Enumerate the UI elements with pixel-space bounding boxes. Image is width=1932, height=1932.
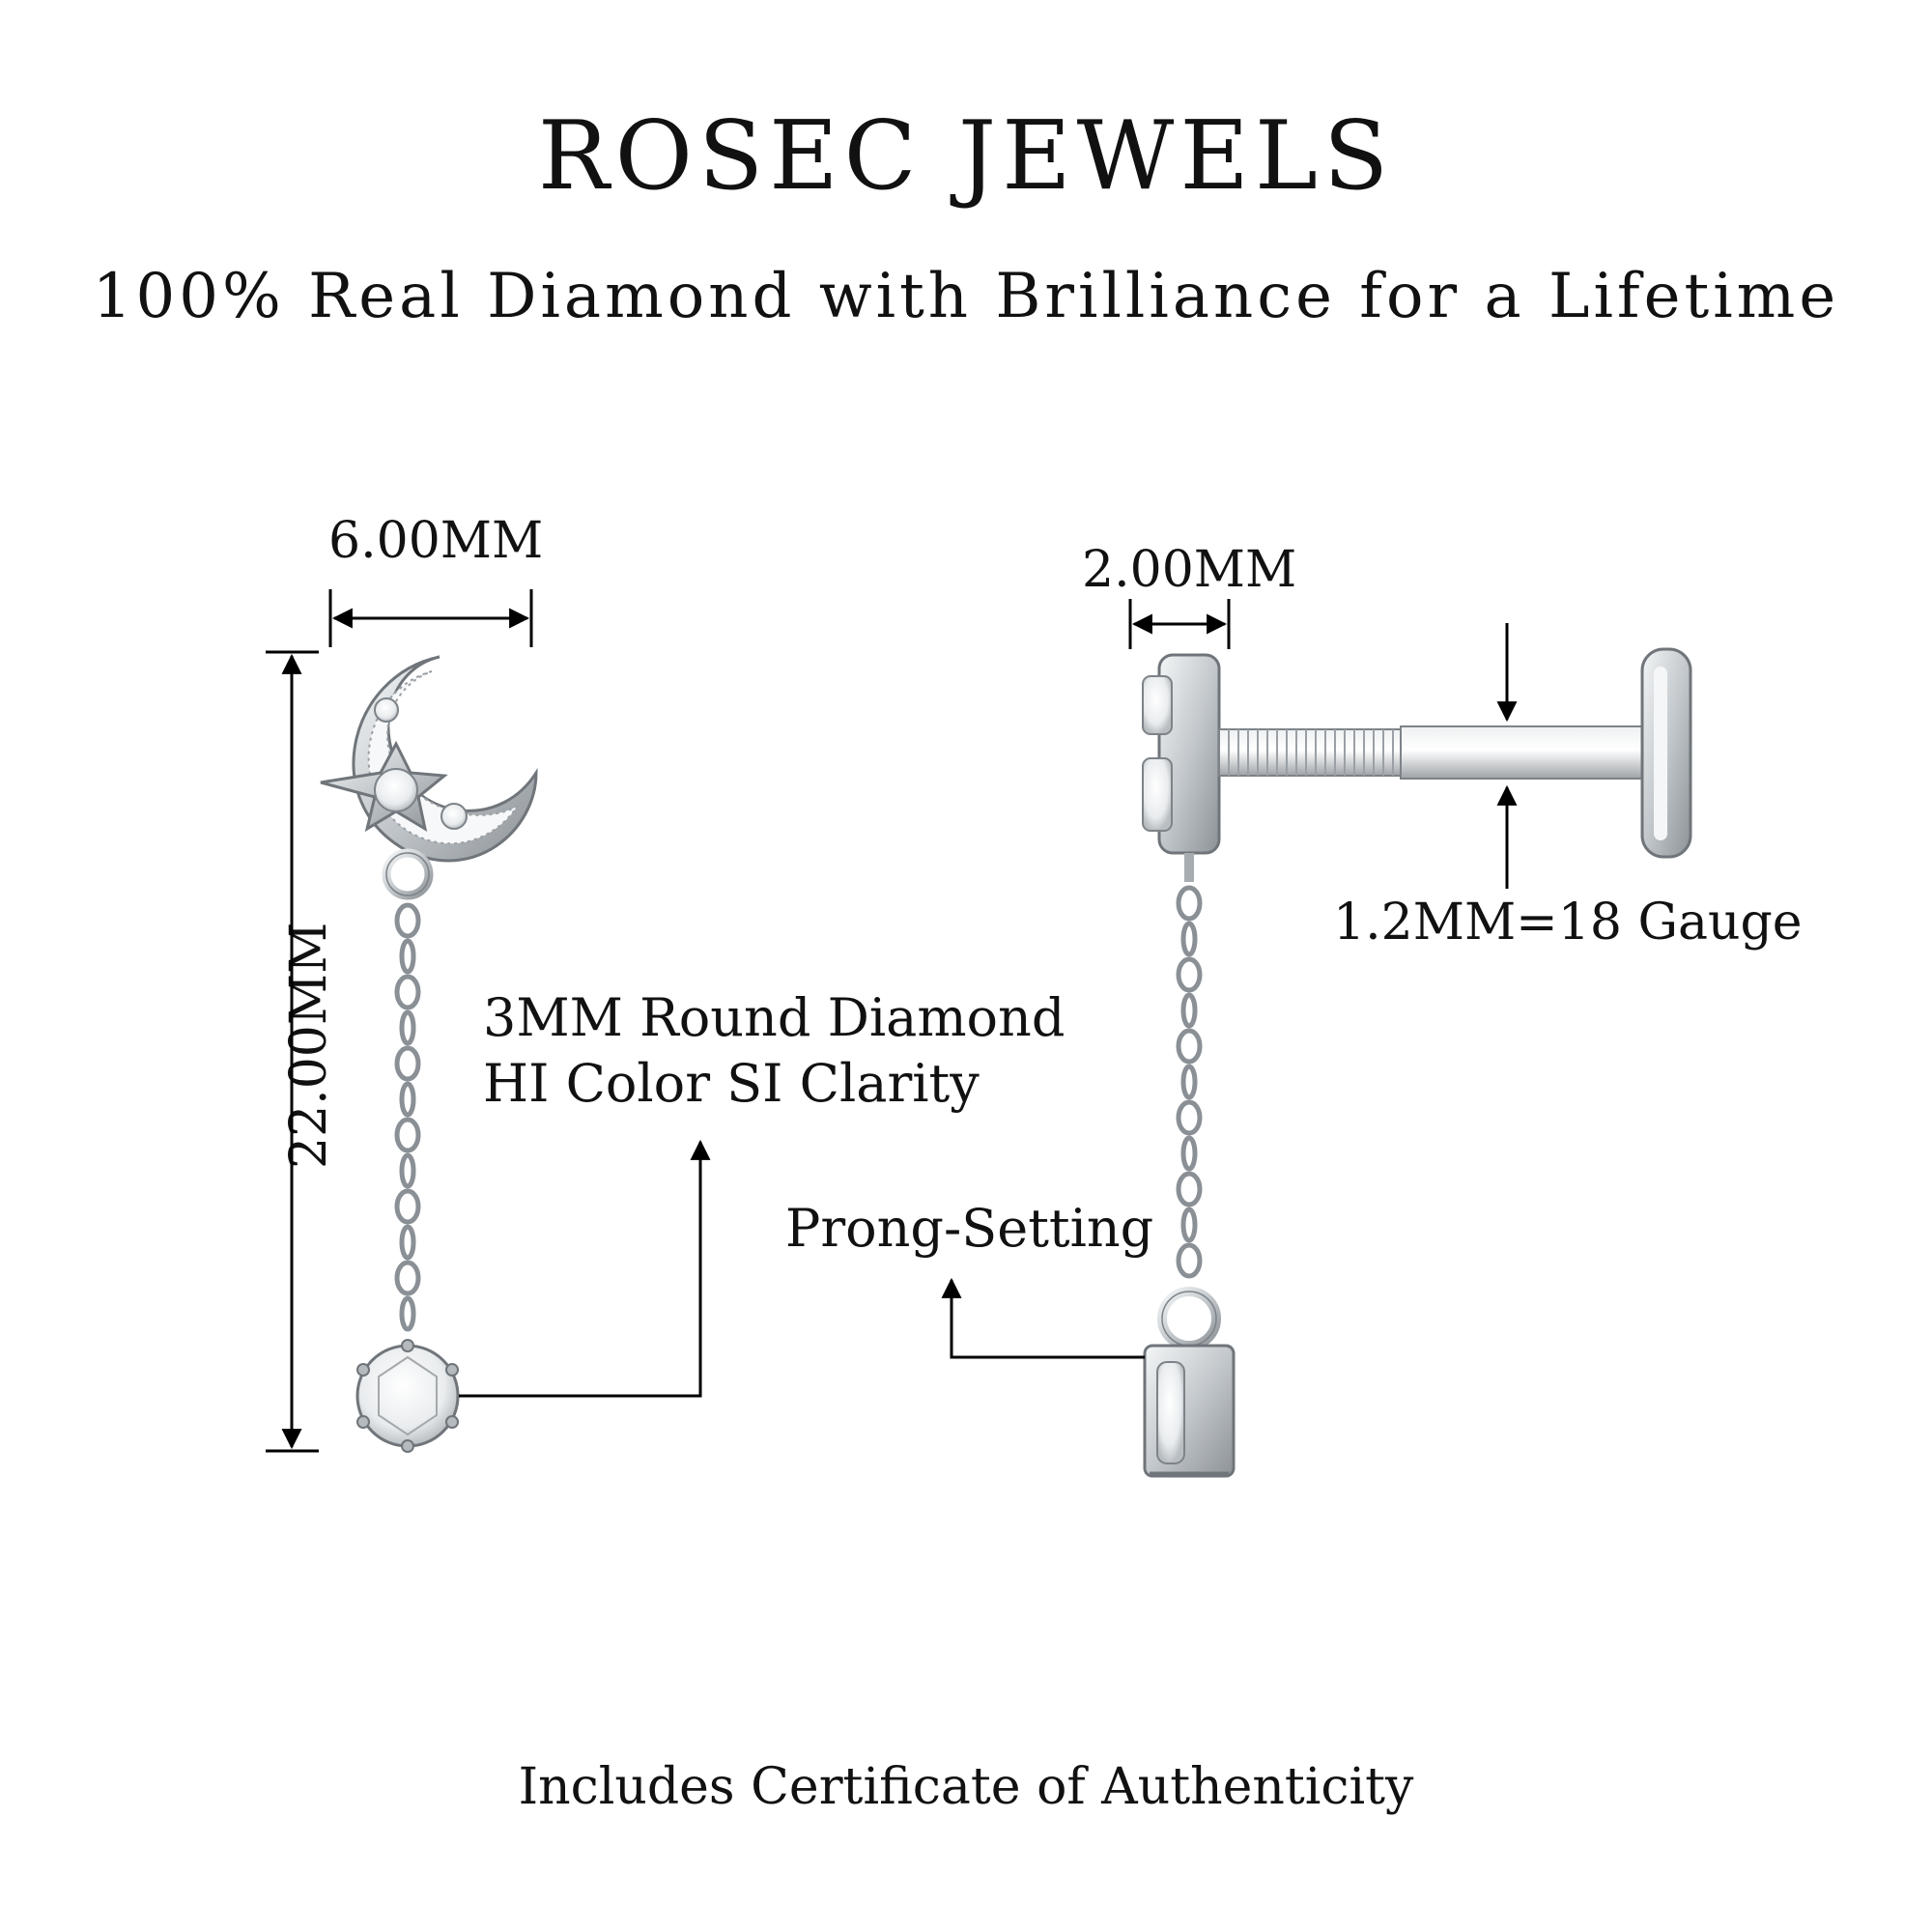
brand-title: ROSEC JEWELS — [537, 101, 1395, 212]
gauge-label: 1.2MM=18 Gauge — [1333, 894, 1803, 952]
crescent-moon-charm — [320, 655, 538, 863]
prong-setting-side — [1143, 1287, 1236, 1478]
front-height-dimension — [266, 650, 319, 1453]
front-width-dimension — [328, 589, 533, 647]
side-connector — [1184, 853, 1194, 882]
threaded-post — [1218, 725, 1648, 780]
round-diamond-front — [355, 1339, 460, 1453]
chain-front — [394, 902, 421, 1332]
side-top-width-dimension — [1128, 599, 1231, 649]
diamond-spec-size: 3MM Round Diamond — [483, 987, 1065, 1048]
diamond-spec-quality: HI Color SI Clarity — [483, 1053, 980, 1114]
top-setting-side — [1142, 653, 1221, 855]
flat-back-disc — [1640, 647, 1692, 859]
side-top-width-label: 2.00MM — [1082, 541, 1297, 599]
certificate-note: Includes Certificate of Authenticity — [518, 1758, 1414, 1816]
front-width-label: 6.00MM — [328, 512, 544, 570]
diamond-spec-leader — [459, 1139, 711, 1398]
prong-setting-label: Prong-Setting — [785, 1198, 1154, 1259]
prong-setting-leader — [941, 1277, 1145, 1359]
tagline: 100% Real Diamond with Brilliance for a … — [92, 261, 1840, 332]
chain-side — [1176, 885, 1203, 1279]
